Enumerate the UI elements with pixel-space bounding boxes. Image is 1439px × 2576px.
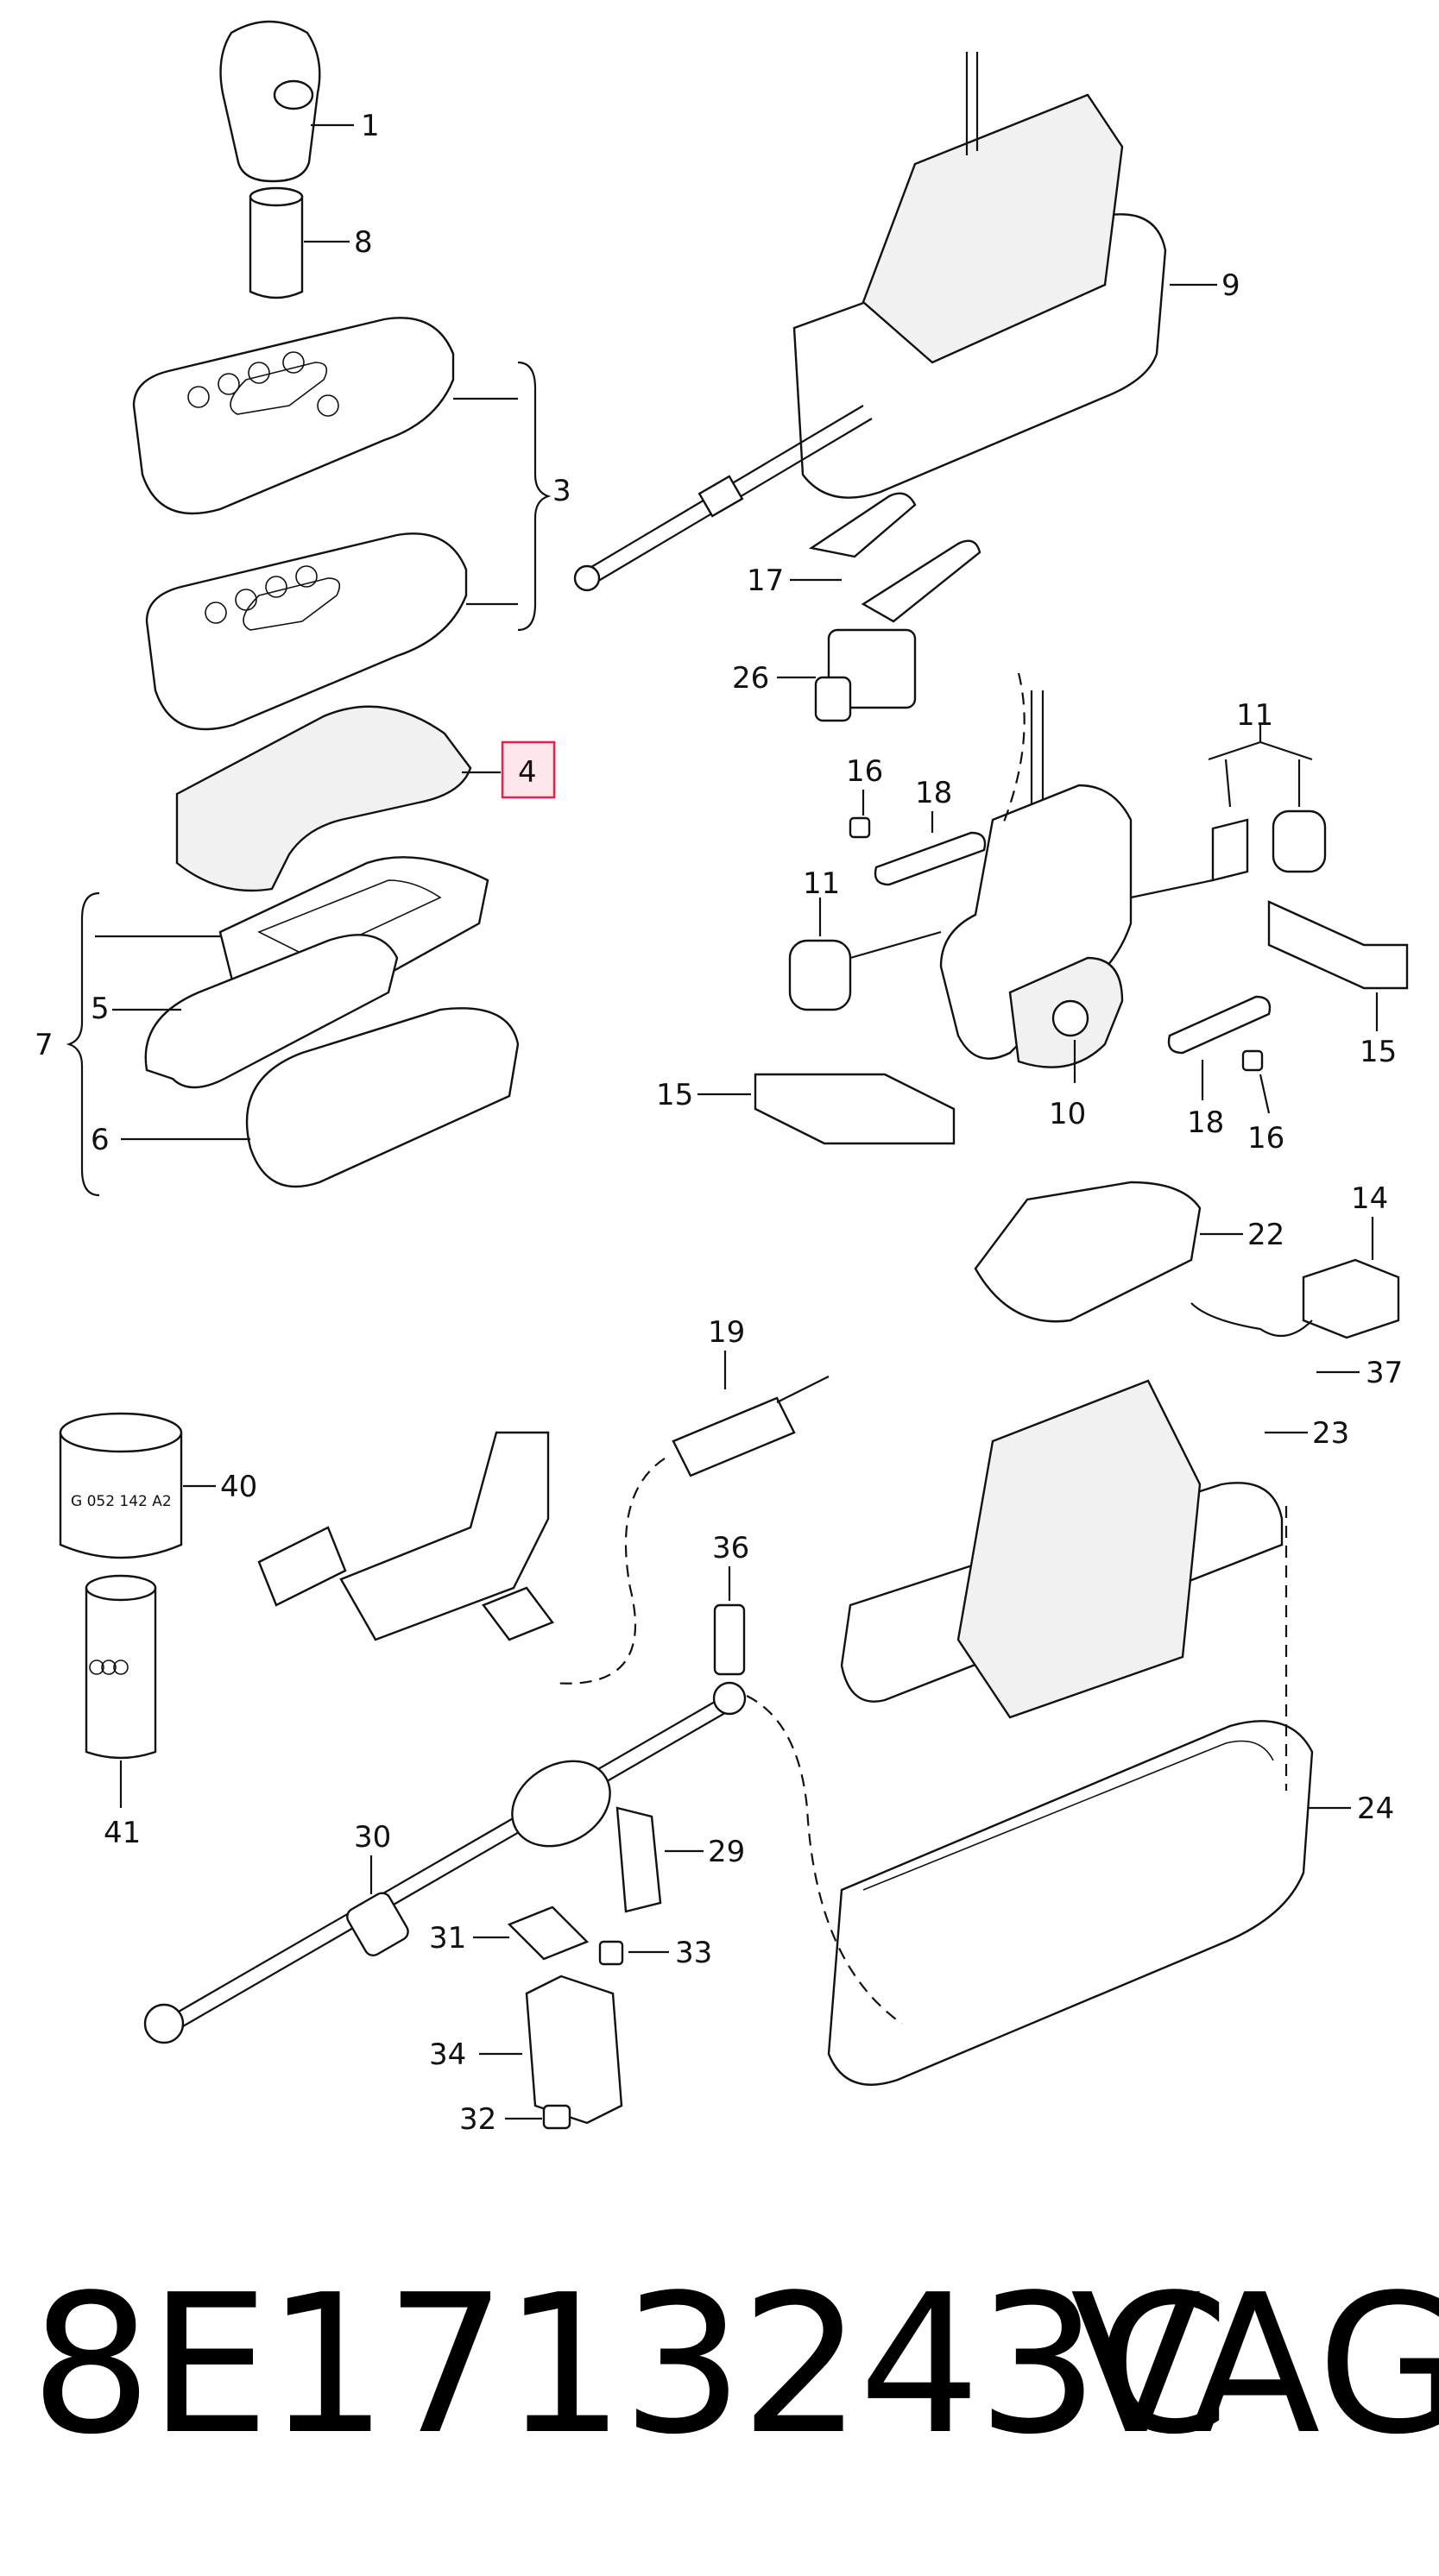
- shift-cable-top: [573, 405, 873, 592]
- solenoid-part: [777, 628, 917, 722]
- cable-route-3: [746, 1695, 903, 2025]
- label-24: 24: [1357, 1792, 1394, 1826]
- switch-block-15-left: [697, 1073, 956, 1145]
- label-3: 3: [552, 474, 571, 508]
- selector-housing-23: [840, 1379, 1308, 1719]
- brand-text: VAG: [1070, 2254, 1439, 2477]
- insert-plate-part: [175, 705, 501, 892]
- holder-31: [473, 1905, 590, 1961]
- pin-16-bottom: [1241, 1049, 1271, 1114]
- spring-37: [1190, 1302, 1360, 1374]
- switch-block-15-right: [1267, 900, 1409, 1031]
- label-33: 33: [675, 1936, 712, 1970]
- gear-knob-part: [219, 20, 354, 183]
- label-23: 23: [1312, 1416, 1349, 1451]
- label-8: 8: [354, 225, 373, 260]
- label-5: 5: [91, 992, 110, 1026]
- nut-32: [505, 2104, 571, 2130]
- clip-29: [615, 1806, 704, 1913]
- can-marking-text: G 052 142 A2: [71, 1493, 172, 1510]
- highlight-box: [501, 740, 556, 799]
- label-10: 10: [1049, 1097, 1086, 1131]
- cover-plate-upper: [132, 317, 518, 515]
- label-18-bottom: 18: [1187, 1105, 1224, 1140]
- label-15-left: 15: [656, 1078, 693, 1112]
- lock-assembly: [257, 1431, 554, 1641]
- sleeve-part: [249, 186, 350, 299]
- part-number-text: 8E1713243C: [30, 2254, 1229, 2477]
- selector-housing-part: [792, 52, 1217, 499]
- cable-route-2: [1000, 672, 1026, 829]
- label-37: 37: [1366, 1356, 1403, 1390]
- trim-arc-lower: [121, 1007, 520, 1188]
- lever-bracket-17: [790, 492, 981, 623]
- label-32: 32: [459, 2102, 496, 2137]
- guide-plate-22: [974, 1181, 1243, 1323]
- link-18-bottom: [1167, 995, 1272, 1100]
- base-housing-24: [827, 1720, 1351, 2086]
- label-6: 6: [91, 1123, 110, 1157]
- label-40: 40: [220, 1470, 257, 1504]
- label-34: 34: [429, 2037, 466, 2072]
- label-19: 19: [708, 1315, 745, 1350]
- bolt-33: [598, 1940, 669, 1966]
- label-26: 26: [732, 661, 769, 696]
- cable-19: [672, 1351, 830, 1477]
- label-30: 30: [354, 1820, 391, 1855]
- label-29: 29: [708, 1835, 745, 1869]
- label-36: 36: [712, 1531, 749, 1565]
- label-16-bottom: 16: [1247, 1121, 1284, 1156]
- shift-cable-30: [143, 1681, 747, 2044]
- label-15-right: 15: [1360, 1035, 1397, 1069]
- cover-plate-lower: [145, 532, 518, 731]
- pin-16-top: [849, 790, 871, 839]
- label-41: 41: [104, 1816, 141, 1850]
- bracket-3: [517, 361, 552, 632]
- bushing-36: [713, 1566, 746, 1676]
- roller-11-right: [1130, 725, 1327, 899]
- tube-41: [85, 1574, 157, 1808]
- clip-14: [1302, 1217, 1400, 1339]
- label-17: 17: [747, 564, 784, 598]
- roller-11-left: [788, 898, 942, 1011]
- bracket-7: [66, 891, 100, 1197]
- label-14: 14: [1351, 1181, 1388, 1216]
- link-18-top: [874, 811, 987, 886]
- bracket-34: [479, 1975, 623, 2125]
- label-22: 22: [1247, 1218, 1284, 1252]
- label-16-top: 16: [846, 754, 883, 789]
- label-31: 31: [429, 1921, 466, 1956]
- exploded-parts-diagram: G 052 142 A2 1 8 3 4 5 6 7 9 10 11 11 14…: [35, 20, 1409, 2137]
- label-11-left: 11: [803, 866, 840, 901]
- label-1: 1: [361, 109, 380, 143]
- label-9: 9: [1221, 268, 1240, 303]
- label-7: 7: [35, 1028, 54, 1062]
- trim-arc-upper: [112, 934, 399, 1089]
- label-4: 4: [518, 755, 537, 790]
- label-11-right: 11: [1236, 698, 1273, 733]
- shift-lever-mechanism: [939, 690, 1133, 1083]
- lubricant-can-40: G 052 142 A2: [59, 1412, 216, 1559]
- label-18-top: 18: [915, 776, 952, 810]
- cable-route-1: [552, 1458, 666, 1685]
